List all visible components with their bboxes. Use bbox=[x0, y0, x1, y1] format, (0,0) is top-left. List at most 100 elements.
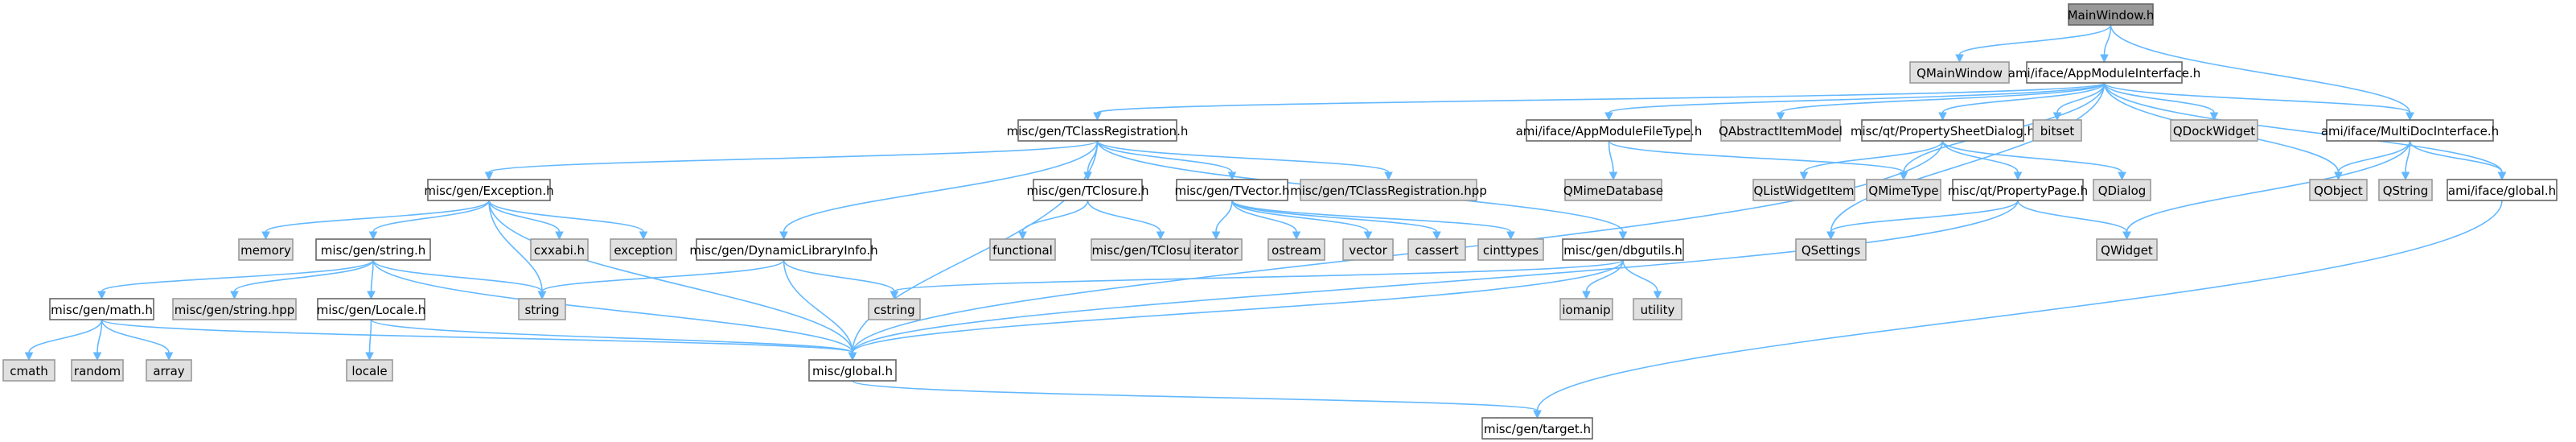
arrowhead-multidoc-to-amiglobal bbox=[2497, 171, 2507, 181]
node-tclassreghpp: misc/gen/TClassRegistration.hpp bbox=[1290, 179, 1487, 201]
edge-genmath-to-miscglobal bbox=[101, 319, 853, 353]
node-box-appmodule[interactable] bbox=[2026, 61, 2183, 84]
edge-tclassreg-to-dynlib bbox=[783, 140, 1099, 233]
node-qmainwindow: QMainWindow bbox=[1909, 61, 2010, 84]
edge-dbgutils-to-iomanip bbox=[1585, 259, 1624, 292]
node-dynlib[interactable]: misc/gen/DynamicLibraryInfo.h bbox=[689, 238, 878, 261]
node-tclosure[interactable]: misc/gen/TClosure.h bbox=[1027, 179, 1149, 201]
node-label-dbgutils: misc/gen/dbgutils.h bbox=[1563, 243, 1682, 258]
node-box-genlocale[interactable] bbox=[317, 298, 425, 320]
node-box-functional bbox=[989, 238, 1056, 261]
node-bitset: bitset bbox=[2032, 119, 2082, 142]
edge-genstring-to-genstringhpp bbox=[233, 259, 374, 292]
node-mainwindow[interactable]: MainWindow.h bbox=[2068, 3, 2155, 26]
node-amiglobal[interactable]: ami/iface/global.h bbox=[2447, 179, 2558, 201]
node-box-vector bbox=[1342, 238, 1394, 261]
node-target[interactable]: misc/gen/target.h bbox=[1481, 417, 1593, 440]
node-box-miscglobal[interactable] bbox=[808, 359, 897, 382]
node-label-qobject: QObject bbox=[2314, 184, 2363, 198]
edge-appmodule-to-qsettings bbox=[1830, 82, 2106, 233]
node-label-vector: vector bbox=[1349, 243, 1387, 258]
node-cinttypes: cinttypes bbox=[1477, 238, 1544, 261]
node-box-tclosure[interactable] bbox=[1033, 179, 1143, 201]
node-box-qstring bbox=[2378, 179, 2433, 201]
node-box-genstringhpp bbox=[172, 298, 297, 320]
edge-genstring-to-genmath bbox=[101, 259, 374, 292]
edge-dynlib-to-miscglobal bbox=[783, 259, 853, 353]
arrowhead-genstring-to-genmath bbox=[97, 291, 106, 300]
node-box-locale bbox=[346, 359, 393, 382]
node-cmath: cmath bbox=[2, 359, 55, 382]
node-qmimedatabase: QMimeDatabase bbox=[1563, 179, 1663, 201]
edge-propertypage-to-miscglobal bbox=[852, 200, 2019, 353]
edge-dbgutils-to-miscglobal bbox=[852, 259, 1624, 353]
node-vector: vector bbox=[1342, 238, 1394, 261]
arrowhead-tclassreg-to-dbgutils bbox=[1618, 231, 1628, 241]
node-label-qmimedatabase: QMimeDatabase bbox=[1563, 184, 1663, 198]
node-cxxabi: cxxabi.h bbox=[530, 238, 589, 261]
node-box-multidoc[interactable] bbox=[2326, 119, 2494, 142]
edge-mainwindow-to-multidoc bbox=[2110, 24, 2411, 114]
node-qlistwidgetitem: QListWidgetItem bbox=[1752, 179, 1855, 201]
node-dbgutils[interactable]: misc/gen/dbgutils.h bbox=[1562, 238, 1684, 261]
node-label-tvector: misc/gen/TVector.h bbox=[1174, 184, 1289, 198]
node-box-propertypage[interactable] bbox=[1952, 179, 2084, 201]
node-box-tclassreg[interactable] bbox=[1017, 119, 1177, 142]
node-tvector[interactable]: misc/gen/TVector.h bbox=[1174, 179, 1290, 201]
node-tclassreg[interactable]: misc/gen/TClassRegistration.h bbox=[1007, 119, 1189, 142]
node-box-string bbox=[518, 298, 566, 320]
edge-tclosure-to-functional bbox=[1021, 200, 1089, 233]
node-box-mainwindow[interactable] bbox=[2068, 3, 2154, 26]
node-label-genstring: misc/gen/string.h bbox=[321, 243, 426, 258]
node-label-exception_h: misc/gen/Exception.h bbox=[424, 184, 553, 198]
node-box-appmodulefiletype[interactable] bbox=[1526, 119, 1692, 142]
node-box-iterator bbox=[1189, 238, 1243, 261]
node-propertypage[interactable]: misc/qt/PropertyPage.h bbox=[1948, 179, 2088, 201]
node-propsheetdialog[interactable]: misc/qt/PropertySheetDialog.h bbox=[1851, 119, 2035, 142]
arrowhead-genlocale-to-miscglobal bbox=[848, 352, 857, 361]
node-label-locale: locale bbox=[351, 364, 387, 378]
edge-mainwindow-to-qmainwindow bbox=[1958, 24, 2112, 56]
arrowhead-exception-h-to-cxxabi bbox=[555, 231, 564, 241]
node-box-tvector[interactable] bbox=[1176, 179, 1288, 201]
node-utility: utility bbox=[1633, 298, 1682, 320]
node-iterator: iterator bbox=[1189, 238, 1243, 261]
node-appmodule[interactable]: ami/iface/AppModuleInterface.h bbox=[2008, 61, 2200, 84]
arrowhead-appmodule-to-qabstractitemmodel bbox=[1776, 112, 1785, 122]
node-box-cassert bbox=[1407, 238, 1466, 261]
node-box-target[interactable] bbox=[1481, 417, 1593, 440]
edge-layer bbox=[24, 24, 2507, 419]
node-genlocale[interactable]: misc/gen/Locale.h bbox=[317, 298, 426, 320]
arrowhead-propertypage-to-qwidget bbox=[2122, 231, 2131, 241]
node-label-genmath: misc/gen/math.h bbox=[51, 303, 153, 317]
node-multidoc[interactable]: ami/iface/MultiDocInterface.h bbox=[2321, 119, 2499, 142]
arrowhead-appmodule-to-appmodulefiletype bbox=[1604, 112, 1613, 122]
node-exception_h[interactable]: misc/gen/Exception.h bbox=[424, 179, 554, 201]
node-genstring[interactable]: misc/gen/string.h bbox=[315, 238, 431, 261]
node-box-dynlib[interactable] bbox=[696, 238, 872, 261]
edge-exception-h-to-memory bbox=[265, 200, 490, 233]
node-box-exception_h[interactable] bbox=[427, 179, 551, 201]
node-appmodulefiletype[interactable]: ami/iface/AppModuleFileType.h bbox=[1516, 119, 1703, 142]
node-box-genmath[interactable] bbox=[49, 298, 154, 320]
edge-appmodule-to-amiglobal bbox=[2103, 82, 2503, 173]
node-label-multidoc: ami/iface/MultiDocInterface.h bbox=[2321, 124, 2499, 138]
edge-appmodule-to-qdockwidget bbox=[2103, 82, 2215, 114]
edge-propsheetdialog-to-qdialog bbox=[1941, 140, 2123, 173]
node-iomanip: iomanip bbox=[1559, 298, 1613, 320]
node-label-cstring: cstring bbox=[873, 303, 914, 317]
arrowhead-propsheetdialog-to-qdialog bbox=[2118, 171, 2126, 181]
node-label-mainwindow: MainWindow.h bbox=[2068, 8, 2155, 23]
node-box-propsheetdialog[interactable] bbox=[1861, 119, 2024, 142]
node-cassert: cassert bbox=[1407, 238, 1466, 261]
node-genmath[interactable]: misc/gen/math.h bbox=[49, 298, 154, 320]
edge-tvector-to-iterator bbox=[1215, 200, 1233, 233]
node-box-dbgutils[interactable] bbox=[1562, 238, 1684, 261]
node-miscglobal[interactable]: misc/global.h bbox=[808, 359, 897, 382]
arrowhead-genmath-to-array bbox=[164, 352, 174, 361]
node-box-genstring[interactable] bbox=[315, 238, 431, 261]
node-box-amiglobal[interactable] bbox=[2447, 179, 2558, 201]
arrowhead-appmodulefiletype-to-qmimedatabase bbox=[1608, 171, 1618, 181]
arrowhead-tvector-to-ostream bbox=[1292, 231, 1301, 241]
node-label-bitset: bitset bbox=[2040, 124, 2075, 138]
